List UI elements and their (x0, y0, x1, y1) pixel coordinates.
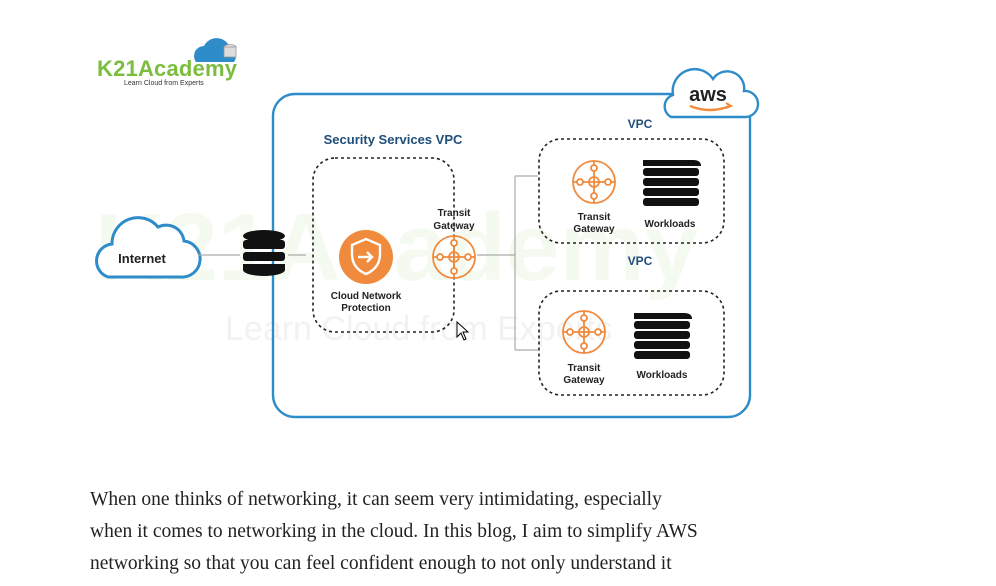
cnp-label-line2: Protection (341, 303, 390, 314)
vpc1-box (538, 138, 725, 244)
vpc2-workloads-icon (634, 313, 692, 359)
vpc1-transit-gateway-icon (572, 160, 616, 204)
article-line: when it comes to networking in the cloud… (90, 521, 698, 542)
cnp-label-line1: Cloud Network (331, 291, 402, 302)
vpc2-tgw-label-line2: Gateway (563, 375, 605, 386)
database-icon (243, 230, 285, 276)
internet-label: Internet (118, 251, 166, 266)
vpc2-label: VPC (628, 254, 653, 268)
vpc1-workloads-icon (643, 160, 701, 206)
logo-tagline: Learn Cloud from Experts (124, 80, 204, 87)
internet-cloud-icon (95, 216, 202, 279)
vpc2-transit-gateway-icon (562, 310, 606, 354)
vpc2-workloads-label: Workloads (637, 370, 688, 381)
vpc1-tgw-label-line2: Gateway (573, 224, 615, 235)
logo-cloud-icon (193, 38, 237, 62)
aws-label: aws (689, 84, 727, 106)
vpc2-box (538, 290, 725, 396)
vpc1-tgw-label-line1: Transit (578, 212, 611, 223)
article-line: When one thinks of networking, it can se… (90, 489, 662, 510)
security-vpc-box (312, 157, 455, 333)
aws-cloud-icon (663, 67, 760, 119)
transit-label-line2: Gateway (433, 221, 475, 232)
transit-gateway-icon (432, 235, 476, 279)
article-line: networking so that you can feel confiden… (90, 553, 672, 574)
vpc2-tgw-label-line1: Transit (568, 363, 601, 374)
cloud-network-protection-icon (339, 230, 393, 284)
mouse-cursor-icon (456, 321, 470, 341)
logo-wordmark: K21Academy (97, 56, 238, 81)
security-vpc-label: Security Services VPC (324, 132, 463, 147)
vpc1-label: VPC (628, 117, 653, 131)
watermark-subtitle: Learn Cloud from Experts (225, 310, 612, 348)
architecture-diagram: K21Academy Learn Cloud from Experts aws … (95, 38, 760, 419)
vpc1-workloads-label: Workloads (645, 219, 696, 230)
diagram-canvas: K21Academy Learn Cloud from Experts aws … (95, 38, 760, 419)
article-paragraph: When one thinks of networking, it can se… (90, 484, 790, 580)
transit-label-line1: Transit (438, 208, 471, 219)
